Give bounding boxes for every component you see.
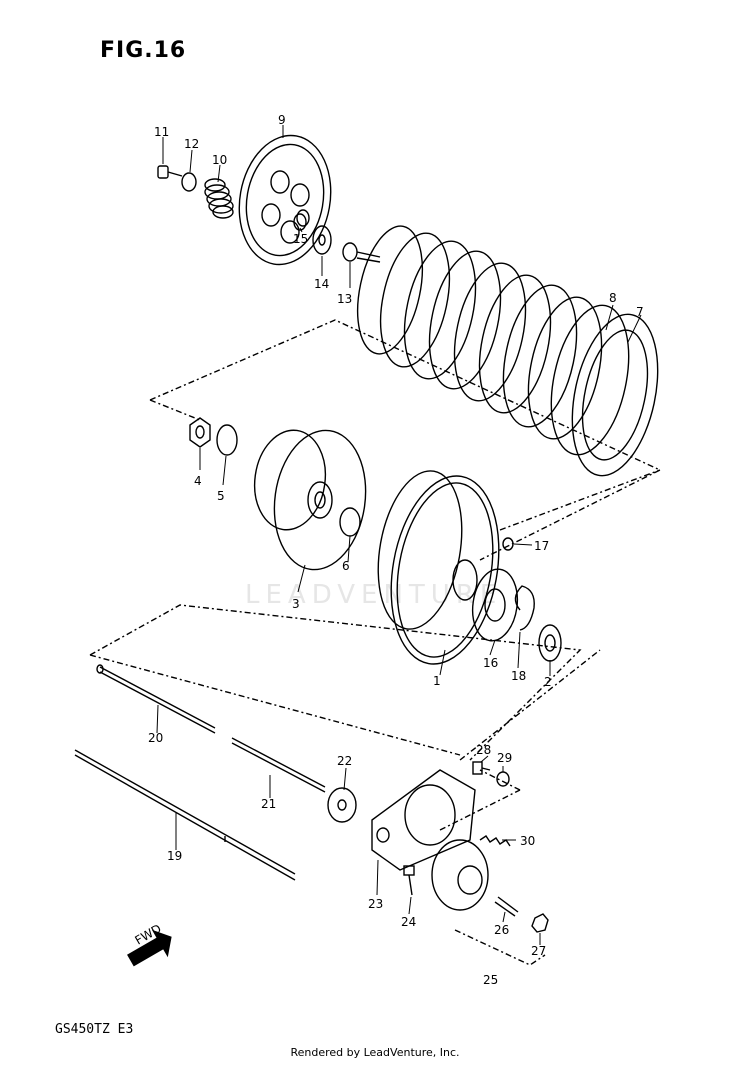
callout-29: 29 — [497, 751, 512, 765]
callout-14: 14 — [314, 277, 329, 291]
release-shaft — [74, 749, 296, 881]
adjusting-screw — [494, 896, 519, 917]
callout-5: 5 — [217, 489, 225, 503]
callout-1: 1 — [433, 674, 441, 688]
callout-12: 12 — [184, 137, 199, 151]
footer-credit: Rendered by LeadVenture, Inc. — [290, 1046, 460, 1059]
cover-bolt — [472, 761, 491, 775]
callout-4: 4 — [194, 474, 202, 488]
push-rod-long — [96, 664, 216, 734]
thrust-washer-2 — [538, 624, 562, 662]
figure-title: FIG.16 — [100, 38, 187, 63]
release-group-outline — [439, 769, 521, 831]
callout-17: 17 — [534, 539, 549, 553]
callout-26: 26 — [494, 923, 509, 937]
oil-pump-drive-gear — [471, 568, 519, 642]
spring-bolt — [157, 165, 183, 179]
shafts-group-outline — [89, 604, 582, 761]
callout-10: 10 — [212, 153, 227, 167]
callout-28: 28 — [476, 743, 491, 757]
callout-23: 23 — [368, 897, 383, 911]
circlip — [514, 585, 535, 631]
fwd-arrow-icon — [127, 929, 172, 967]
spacer — [502, 537, 514, 551]
release-bearing-2 — [327, 787, 357, 823]
center-nut — [189, 417, 211, 448]
pressure-plate — [238, 134, 332, 266]
spring-washer — [181, 172, 197, 192]
release-cover — [431, 839, 489, 911]
cover-gasket — [371, 769, 476, 871]
leadventure-watermark: LEADVENTURE — [245, 580, 503, 610]
callout-8: 8 — [609, 291, 617, 305]
model-code: GS450TZ E3 — [55, 1022, 134, 1037]
clutch-plate-stack — [356, 225, 659, 477]
plates-group-outline — [149, 319, 662, 561]
callout-7: 7 — [636, 305, 644, 319]
callout-15: 15 — [293, 232, 308, 246]
lock-nut — [531, 913, 549, 933]
callout-20: 20 — [148, 731, 163, 745]
callout-25: 25 — [483, 973, 498, 987]
callout-30: 30 — [520, 834, 535, 848]
callout-22: 22 — [337, 754, 352, 768]
hub-washer — [339, 507, 361, 537]
lock-washer — [216, 424, 238, 456]
callout-16: 16 — [483, 656, 498, 670]
callout-27: 27 — [531, 944, 546, 958]
push-rod-short — [231, 737, 326, 793]
release-bolt — [403, 865, 415, 896]
clutch-housing — [377, 470, 500, 665]
callout-13: 13 — [337, 292, 352, 306]
callout-24: 24 — [401, 915, 416, 929]
callout-11: 11 — [154, 125, 169, 139]
sleeve-hub — [253, 429, 367, 571]
callout-18: 18 — [511, 669, 526, 683]
callout-3: 3 — [292, 597, 300, 611]
return-spring — [479, 835, 511, 847]
clutch-spring — [204, 178, 234, 219]
release-bearing — [312, 225, 332, 255]
callout-2: 2 — [544, 675, 552, 689]
callout-9: 9 — [278, 113, 286, 127]
callout-19: 19 — [167, 849, 182, 863]
callout-21: 21 — [261, 797, 276, 811]
thrust-washer — [293, 213, 307, 231]
callout-6: 6 — [342, 559, 350, 573]
